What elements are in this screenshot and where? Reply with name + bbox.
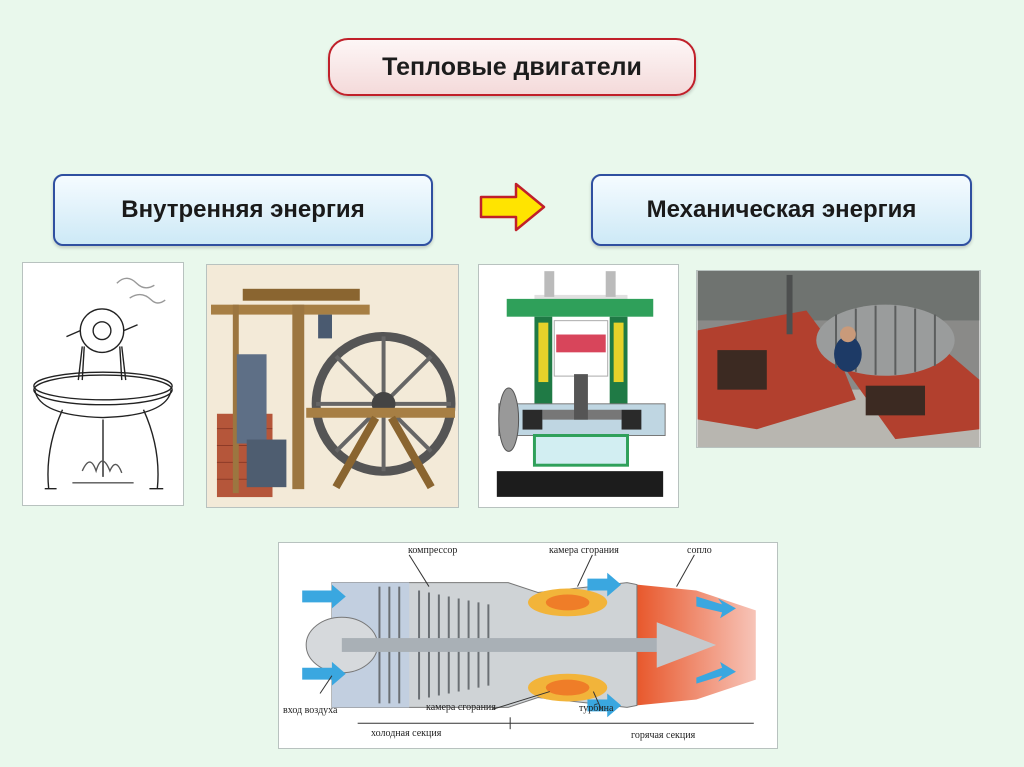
turbine-assembly-drawing: [697, 271, 980, 447]
combustion-chamber-bottom-label: камера сгорания: [426, 702, 496, 713]
steam-engine-drawing: [207, 265, 458, 507]
jet-engine-drawing: [280, 543, 776, 748]
steam-engine-image: [206, 264, 459, 508]
internal-energy-box: Внутренняя энергия: [53, 174, 433, 246]
aeolipile-drawing: [23, 263, 183, 505]
turbine-assembly-image: [696, 270, 981, 448]
hot-section-label: горячая секция: [631, 730, 696, 741]
conversion-arrow-icon: [479, 182, 546, 232]
mechanical-energy-box: Механическая энергия: [591, 174, 972, 246]
combustion-chamber-top-label: камера сгорания: [549, 545, 619, 556]
cold-section-label: холодная секция: [371, 728, 442, 739]
jet-engine-diagram: компрессор камера сгорания сопло вход во…: [278, 542, 778, 749]
page-title-text: Тепловые двигатели: [382, 52, 642, 81]
engine-model-drawing: [479, 265, 678, 507]
internal-energy-label: Внутренняя энергия: [121, 196, 365, 223]
compressor-label: компрессор: [408, 545, 458, 556]
aeolipile-image: [22, 262, 184, 506]
nozzle-label: сопло: [687, 545, 712, 556]
engine-model-image: [478, 264, 679, 508]
turbine-label: турбина: [579, 703, 614, 714]
air-intake-label: вход воздуха: [283, 705, 338, 716]
page-title: Тепловые двигатели: [328, 38, 696, 96]
mechanical-energy-label: Механическая энергия: [646, 196, 917, 223]
